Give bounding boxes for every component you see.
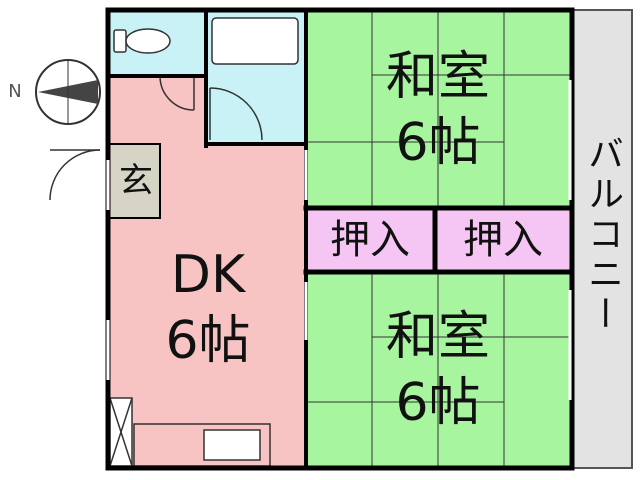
oshiire-right-floor	[436, 208, 570, 272]
toilet-fixture	[113, 28, 171, 54]
tatami-lines	[306, 12, 570, 466]
bathtub-fixture	[211, 17, 299, 65]
genkan-floor	[112, 144, 160, 218]
oshiire-left-floor	[306, 208, 434, 272]
balcony-area	[571, 9, 633, 469]
kitchen-counter	[133, 423, 271, 467]
washitsu-top-label: 和室 6帖	[385, 47, 490, 173]
compass-north-label: N	[8, 81, 22, 102]
oshiire-left-label: 押入	[330, 217, 410, 263]
genkan-label: 玄	[119, 161, 153, 201]
dk-label: DK 6帖	[165, 245, 251, 371]
window-marks	[106, 80, 572, 400]
oshiire-right-label: 押入	[463, 217, 543, 263]
storage-box	[109, 397, 133, 467]
compass-icon	[35, 59, 101, 125]
door-swings	[49, 75, 263, 201]
balcony-label: バルコニー	[582, 135, 623, 335]
walls	[105, 7, 575, 471]
washitsu-bottom-label: 和室 6帖	[385, 307, 490, 433]
